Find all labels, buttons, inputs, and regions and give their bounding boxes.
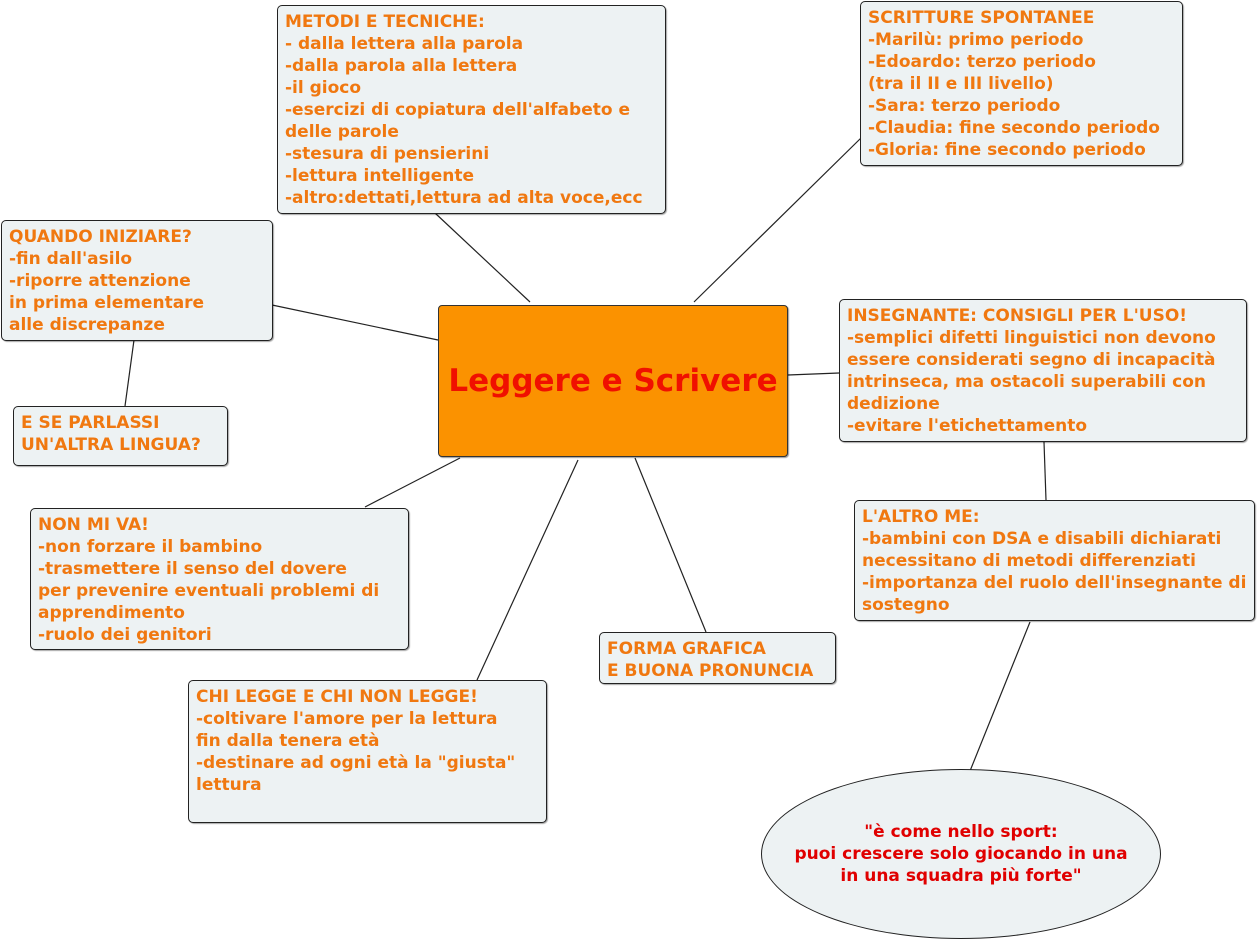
node-l-altro-me[interactable]: L'ALTRO ME: -bambini con DSA e disabili … xyxy=(854,500,1255,621)
node-non-mi-va[interactable]: NON MI VA! -non forzare il bambino -tras… xyxy=(30,508,409,650)
node-chi-legge[interactable]: CHI LEGGE E CHI NON LEGGE! -coltivare l'… xyxy=(188,680,547,823)
quote-ellipse[interactable]: "è come nello sport: puoi crescere solo … xyxy=(761,769,1161,939)
central-topic[interactable]: Leggere e Scrivere xyxy=(438,305,788,457)
node-quando-iniziare[interactable]: QUANDO INIZIARE? -fin dall'asilo -riporr… xyxy=(1,220,273,341)
node-metodi-e-tecniche[interactable]: METODI E TECNICHE: - dalla lettera alla … xyxy=(277,5,666,214)
node-scritture-spontanee[interactable]: SCRITTURE SPONTANEE -Marilù: primo perio… xyxy=(860,1,1183,166)
node-un-altra-lingua[interactable]: E SE PARLASSI UN'ALTRA LINGUA? xyxy=(13,406,228,466)
node-forma-grafica[interactable]: FORMA GRAFICA E BUONA PRONUNCIA xyxy=(599,632,836,684)
node-insegnante-consigli[interactable]: INSEGNANTE: CONSIGLI PER L'USO! -semplic… xyxy=(839,299,1247,442)
